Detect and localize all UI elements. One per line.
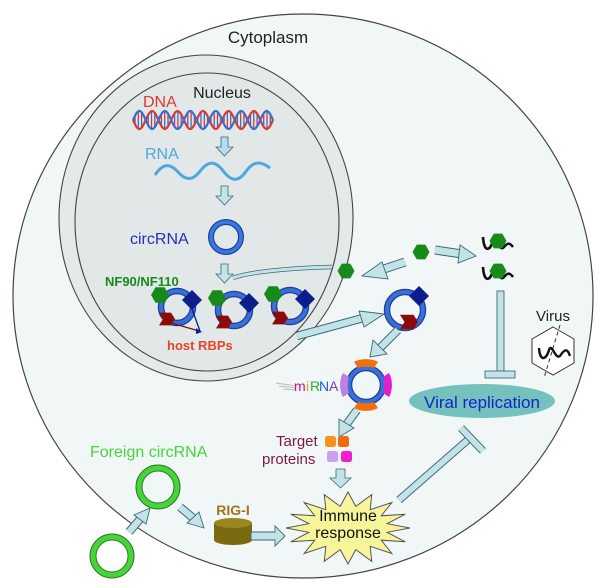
host-rbp-navy-icon <box>182 290 202 310</box>
virus-label: Virus <box>536 308 570 325</box>
nf90-hexagon-icon <box>151 287 169 303</box>
cytoplasm-label: Cytoplasm <box>228 28 308 47</box>
mirna-bound-icon <box>383 373 392 397</box>
nf90-hexagon-icon <box>208 290 226 306</box>
mirna-tail-icon <box>275 382 297 391</box>
rig-i-cylinder-icon <box>214 518 252 545</box>
target-protein-square <box>327 451 338 462</box>
viral-rna-nf90-complexes <box>481 233 515 281</box>
arrow-target-to-immune <box>329 468 352 489</box>
mirna-bound-icon <box>354 402 378 411</box>
dna-strand-antisense <box>131 109 275 131</box>
arrow-rig-i-to-immune <box>250 524 286 548</box>
nf90-hexagon-icon <box>337 263 355 279</box>
arrow-rna-to-circrna <box>215 185 234 206</box>
target-protein-square <box>325 436 336 447</box>
viral-replication-ellipse <box>409 384 555 418</box>
immune-response-label-line2: response <box>315 525 381 542</box>
mirna-label-letter: A <box>329 378 339 394</box>
arrow-nf90-to-viral-rna <box>434 244 477 264</box>
arrow-sponge-to-target-proteins <box>338 407 361 438</box>
virus-genome-icon <box>537 346 572 360</box>
foreign-circrna-label: Foreign circRNA <box>90 444 208 461</box>
inhibition-immune-to-viral-replication <box>396 425 486 504</box>
host-rbp-maroon-icon <box>272 311 288 325</box>
target-protein-square <box>341 451 352 462</box>
nf90-hexagon-icon <box>412 244 430 260</box>
target-proteins-label-line2: proteins <box>262 451 315 468</box>
host-rbp-navy-icon <box>295 289 315 309</box>
circrna-complex-3 <box>264 286 315 326</box>
mirna-bound-icon <box>354 359 378 368</box>
nf90-nf110-label: NF90/NF110 <box>105 274 179 289</box>
virus-entry-dashed-line <box>543 324 561 379</box>
circrna-rbp-complexes <box>151 286 315 330</box>
arrow-foreign-circrna-to-rig-i <box>177 503 205 529</box>
target-proteins-label-line1: Target <box>276 433 319 450</box>
arrow-circrna-to-complex <box>215 263 234 284</box>
target-proteins-icon <box>325 436 352 462</box>
circrna-complex-1 <box>151 287 202 327</box>
target-protein-square <box>338 436 349 447</box>
rig-i-label: RIG-I <box>216 502 249 518</box>
nf90-hexagon-icon <box>264 286 282 302</box>
host-rbp-navy-icon <box>409 286 429 306</box>
foreign-circrna-outside-ring <box>90 534 134 578</box>
nf90-hexagon-icon <box>489 263 507 279</box>
circrna-label: circRNA <box>130 231 189 248</box>
circrna-mirna-sponge <box>340 359 392 411</box>
nf90-cytoplasmic-proteins <box>337 244 430 279</box>
arrow-export-circrna <box>295 310 386 341</box>
mirna-label-letter: N <box>319 378 329 394</box>
circrna-complex-2 <box>208 290 259 330</box>
arrow-nf90-to-nucleus <box>360 257 407 280</box>
arrow-foreign-circrna-entry <box>125 507 151 535</box>
dna-strand-sense <box>131 109 275 131</box>
dna-double-helix-icon <box>131 109 275 131</box>
cytoplasmic-circrna-complex <box>383 286 429 332</box>
nf90-hexagon-icon <box>489 233 507 249</box>
rna-strand-icon <box>153 161 271 181</box>
mirna-label-letter: m <box>294 378 306 394</box>
host-rbp-pointer-maroon <box>167 321 200 332</box>
host-rbp-pointer-navy <box>191 308 201 332</box>
host-rbp-navy-icon <box>239 293 259 313</box>
host-rbp-maroon-icon <box>400 314 418 330</box>
mirna-label-letter: R <box>310 378 320 394</box>
immune-response-label-line1: Immune <box>319 508 377 525</box>
arrow-circrna-to-mirna-sponge <box>369 326 402 358</box>
immune-response-burst-icon <box>285 490 411 566</box>
viral-replication-label: Viral replication <box>424 393 540 412</box>
sponge-circrna-ring-inner <box>347 366 385 404</box>
inhibition-nf90-to-viral-replication <box>484 290 516 379</box>
foreign-circrna-inside-ring <box>136 465 180 509</box>
circrna-ring-inner <box>209 220 243 254</box>
rna-label: RNA <box>145 146 179 163</box>
nucleus-label: Nucleus <box>193 85 251 102</box>
mirna-label-letter: i <box>306 378 309 394</box>
arrow-dna-to-rna <box>215 136 234 157</box>
dna-label: DNA <box>143 94 177 111</box>
host-rbp-pointer-head <box>196 328 202 334</box>
host-rbp-maroon-icon <box>216 315 232 329</box>
mirna-bound-icon <box>340 373 349 397</box>
host-rbps-label: host RBPs <box>167 338 233 353</box>
